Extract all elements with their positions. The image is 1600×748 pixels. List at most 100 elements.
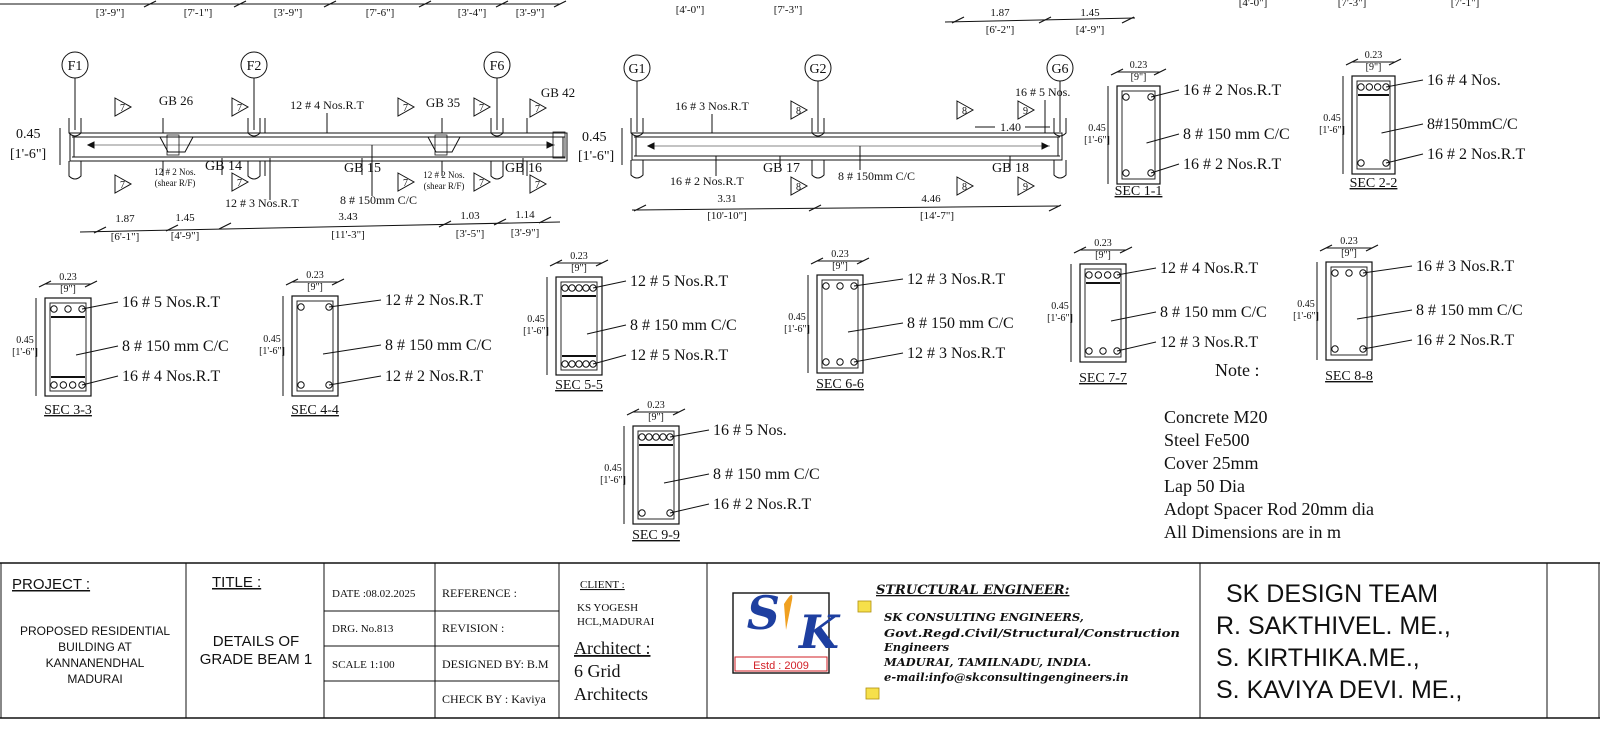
dim-value: [3'-9"] (511, 227, 539, 239)
section-bottom-bar: 16 # 2 Nos.R.T (1427, 146, 1525, 163)
section-outline (44, 297, 92, 397)
section-marker (231, 97, 250, 117)
drawing-number: DRG. No.813 (332, 623, 394, 635)
arrow-head (86, 141, 95, 149)
rebar (78, 305, 86, 313)
dim-tick (553, 0, 567, 8)
section-bottom-bar: 16 # 2 Nos.R.T (713, 496, 811, 513)
note-line: Cover 25mm (1164, 453, 1259, 473)
rebar (1345, 269, 1353, 277)
note-line: Concrete M20 (1164, 407, 1267, 427)
rebar (582, 284, 590, 292)
section-name: SEC 2-2 (1350, 176, 1398, 191)
section-top-bar: 16 # 3 Nos.R.T (1416, 258, 1514, 275)
section-marker-label: 8 (796, 106, 801, 117)
project-line: BUILDING AT (58, 640, 132, 654)
rebar (1147, 93, 1155, 101)
bottom-bar-label: 16 # 2 Nos.R.T (670, 174, 744, 188)
section-depth: 0.45 (1051, 301, 1069, 312)
shear-bent-bar (427, 136, 461, 153)
section-depth: 0.45 (1088, 123, 1106, 134)
section-marker-label: 7 (237, 178, 242, 189)
column-stub (1053, 160, 1067, 179)
dim-tick (1319, 244, 1333, 252)
check-by: CHECK BY : Kaviya (442, 692, 547, 706)
dim-tick (1048, 204, 1062, 212)
rebar (659, 433, 667, 441)
gb-label: GB 17 (763, 161, 800, 176)
logo-estd: Estd : 2009 (753, 660, 809, 672)
grid-label: G6 (1051, 62, 1068, 77)
section-marker (790, 176, 809, 196)
leader (1362, 265, 1413, 274)
section-width: 0.23 (306, 270, 324, 281)
section-stirrup (1356, 80, 1391, 170)
section-top-bar: 16 # 4 Nos. (1427, 72, 1501, 89)
section-marker (473, 172, 492, 192)
leader (1385, 79, 1424, 88)
rebar (1122, 93, 1130, 101)
section-depth-ft: [1'-6"] (523, 326, 549, 337)
design-team-line: S. KAVIYA DEVI. ME., (1216, 676, 1462, 704)
section-bottom-bar: 12 # 2 Nos.R.T (385, 368, 483, 385)
logo-letter-k: K (797, 605, 841, 659)
section-marker (114, 97, 133, 117)
bottom-bar-label: 12 # 3 Nos.R.T (225, 196, 299, 210)
section-bottom-bar: 16 # 2 Nos.R.T (1183, 156, 1281, 173)
note-line: Lap 50 Dia (1164, 476, 1245, 496)
section-top-bar: 12 # 3 Nos.R.T (907, 271, 1005, 288)
beam-2-outline (631, 132, 1063, 161)
section-depth: 0.45 (527, 314, 545, 325)
leader (75, 345, 119, 356)
section-marker (397, 97, 416, 117)
column-stub (811, 160, 825, 179)
dim-value: 1.03 (460, 210, 480, 222)
leader (81, 375, 119, 386)
dim-tick (323, 0, 337, 8)
section-width-ft: [9"] (1095, 250, 1111, 261)
section-depth-ft: [1'-6"] (1084, 135, 1110, 146)
section-stirrup (49, 302, 87, 392)
dim-tick (38, 280, 52, 288)
rebar (297, 303, 305, 311)
dim-tick (856, 257, 870, 265)
structural-engineer-line: MADURAI, TAMILNADU, INDIA. (883, 655, 1091, 669)
gb-label: GB 26 (159, 93, 194, 108)
section-stirrup-label: 8 # 150 mm C/C (1160, 304, 1267, 321)
leader (592, 280, 627, 289)
beam-2-depth: 0.45 (582, 130, 607, 145)
dim-tick (1119, 246, 1133, 254)
section-width: 0.23 (831, 249, 849, 260)
section-marker-label: 7 (479, 178, 484, 189)
section-width: 0.23 (1094, 238, 1112, 249)
section-bottom-bar: 12 # 3 Nos.R.T (1160, 334, 1258, 351)
design-team-line: S. KIRTHIKA.ME., (1216, 644, 1420, 672)
section-marker-label: 8 (962, 182, 967, 193)
title-line: GRADE BEAM 1 (200, 651, 313, 668)
dim-tick (218, 222, 232, 230)
section-top-bar: 16 # 5 Nos. (713, 422, 787, 439)
rebar (836, 282, 844, 290)
section-marker-label: 9 (1023, 182, 1028, 193)
section-bottom-bar: 12 # 5 Nos.R.T (630, 347, 728, 364)
dim-value: 4.46 (921, 193, 941, 205)
note-line: Steel Fe500 (1164, 430, 1250, 450)
note-line: All Dimensions are in m (1164, 522, 1341, 542)
rebar (836, 358, 844, 366)
section-width-ft: [9"] (1131, 72, 1147, 83)
dim-tick (808, 204, 822, 212)
rebar (638, 433, 646, 441)
column-stub (247, 118, 261, 137)
rebar (1382, 83, 1390, 91)
section-width: 0.23 (1340, 236, 1358, 247)
rebar (568, 284, 576, 292)
rebar (666, 433, 674, 441)
section-depth: 0.45 (788, 312, 806, 323)
rebar (1357, 159, 1365, 167)
rebar (1365, 83, 1374, 91)
dim-tick (549, 259, 563, 267)
top-dim-label: [3'-9"] (96, 7, 124, 19)
section-stirrup-label: 8 # 150 mm C/C (1416, 302, 1523, 319)
client-line: KS YOGESH (577, 602, 638, 614)
architect-line: 6 Grid (574, 661, 621, 681)
